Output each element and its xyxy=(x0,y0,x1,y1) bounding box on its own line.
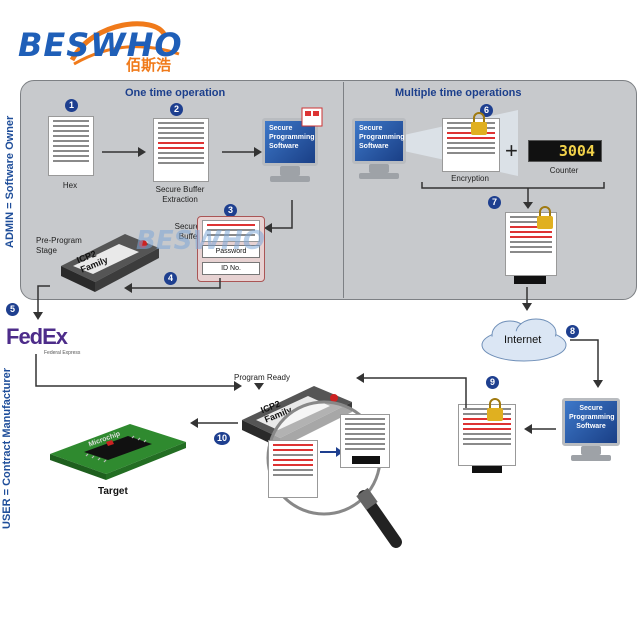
extraction-document xyxy=(153,118,209,182)
monitor-stand xyxy=(581,446,601,455)
plus-icon: + xyxy=(505,138,518,163)
arrow-icon xyxy=(35,354,242,391)
padlock-icon xyxy=(471,112,487,135)
monitor-screen: Secure Programming Software xyxy=(562,398,620,446)
monitor-base xyxy=(270,176,310,182)
arrow-icon xyxy=(421,182,605,209)
padlock-icon xyxy=(537,206,553,229)
mini-counter xyxy=(514,276,546,284)
step-10-badge: 10 xyxy=(214,432,230,445)
id-number-field: ID No. xyxy=(202,262,260,275)
arrow-icon xyxy=(33,285,50,320)
multiple-time-title: Multiple time operations xyxy=(395,87,522,99)
logo-text: BESWHO xyxy=(18,26,183,64)
watermark-logo: BESWHO xyxy=(136,226,265,256)
hex-document xyxy=(48,116,94,176)
extraction-label: Secure Buffer Extraction xyxy=(155,185,205,204)
monitor-base xyxy=(359,173,399,179)
counter-value: 3004 xyxy=(558,142,595,160)
step-2-badge: 2 xyxy=(170,103,183,116)
monitor-stand xyxy=(280,166,300,176)
counter-label: Counter xyxy=(549,166,579,175)
step-9-badge: 9 xyxy=(486,376,499,389)
mini-counter xyxy=(352,456,380,464)
monitor-stand xyxy=(369,164,389,173)
user-sidebar-label: USER = Contract Manufacturer xyxy=(1,367,13,529)
arrow-icon xyxy=(356,373,467,408)
logo-swoosh-icon xyxy=(69,21,180,66)
program-ready-pointer-icon xyxy=(254,383,264,390)
target-label: Target xyxy=(98,486,128,497)
fedex-text: FedEx xyxy=(6,324,68,349)
arrow-icon xyxy=(264,200,293,233)
one-time-title: One time operation xyxy=(125,87,226,99)
pre-program-label: Pre-Program Stage xyxy=(36,236,82,255)
logo-chinese-text: 佰斯浩 xyxy=(126,56,172,74)
password-field: Password xyxy=(202,245,260,258)
target-board xyxy=(50,424,186,480)
encryption-label: Encryption xyxy=(451,174,489,183)
monitor-base xyxy=(571,455,611,461)
arrow-icon xyxy=(124,278,221,293)
secure-buffer-label: Secure Buffer xyxy=(174,222,200,241)
arrow-icon xyxy=(524,424,556,434)
step-5-badge: 5 xyxy=(6,303,19,316)
hex-label: Hex xyxy=(62,181,78,190)
fedex-subtitle: Federal Express xyxy=(44,350,81,356)
magnified-document-left xyxy=(268,440,318,498)
monitor-screen: Secure Programming Software xyxy=(352,118,406,164)
fedex-logo: FedEx xyxy=(6,324,68,350)
programming-monitor-3: Secure Programming Software xyxy=(562,398,622,468)
padlock-icon xyxy=(487,398,503,421)
mini-counter xyxy=(472,466,502,473)
arrow-icon xyxy=(222,147,262,157)
secure-buffer-document xyxy=(202,220,260,242)
step-4-badge: 4 xyxy=(164,272,177,285)
programming-monitor-2: Secure Programming Software xyxy=(352,118,408,184)
step-6-badge: 6 xyxy=(480,104,493,117)
step-7-badge: 7 xyxy=(488,196,501,209)
program-ready-label: Program Ready xyxy=(233,373,291,382)
counter-display: 3004 xyxy=(528,140,602,162)
brand-logo: BESWHO 佰斯浩 xyxy=(14,14,229,74)
admin-sidebar-label: ADMIN = Software Owner xyxy=(4,115,16,248)
badge-icon xyxy=(301,107,323,127)
step-3-badge: 3 xyxy=(224,204,237,217)
icp2-programmer-1 xyxy=(61,234,159,292)
arrow-icon xyxy=(102,147,146,157)
cloud-icon xyxy=(481,318,567,362)
arrow-icon xyxy=(320,447,343,457)
arrow-icon xyxy=(190,418,238,428)
panel-divider xyxy=(343,82,344,298)
internet-label: Internet xyxy=(504,334,542,346)
arrow-icon xyxy=(570,339,603,388)
step-1-badge: 1 xyxy=(65,99,78,112)
step-8-badge: 8 xyxy=(566,325,579,338)
monitor-screen: Secure Programming Software xyxy=(262,118,318,166)
arrow-icon xyxy=(522,287,532,311)
programming-monitor-1: Secure Programming Software xyxy=(262,118,320,188)
